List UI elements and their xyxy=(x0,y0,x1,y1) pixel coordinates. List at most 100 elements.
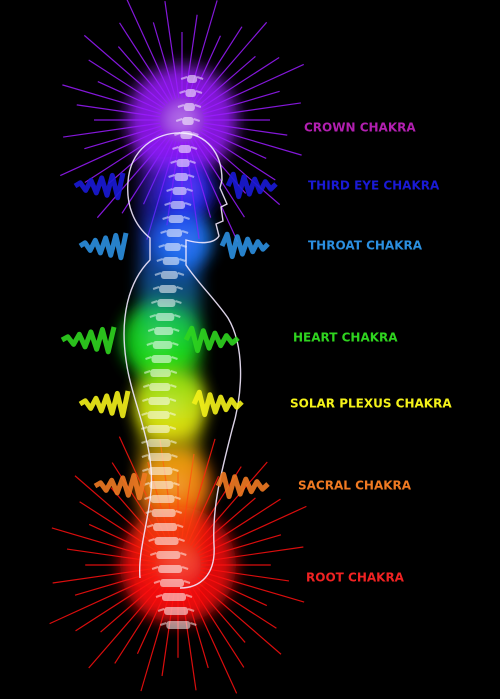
vertebra xyxy=(156,551,181,559)
vertebra-process xyxy=(157,608,165,612)
vertebra-process xyxy=(154,272,162,276)
vertebra-process xyxy=(140,426,148,430)
vertebra-process xyxy=(148,538,155,542)
vertebra-process xyxy=(146,524,154,528)
vertebra-process xyxy=(155,594,163,598)
vertebra-process xyxy=(173,482,180,486)
vertebra xyxy=(147,439,171,447)
root-ray xyxy=(192,461,268,548)
crown-ray xyxy=(195,21,268,104)
vertebra xyxy=(182,117,194,125)
vertebra-process xyxy=(187,174,195,178)
sacral-chakra-label: SACRAL CHAKRA xyxy=(298,479,412,493)
vertebra-process xyxy=(178,258,186,262)
spine xyxy=(140,75,204,629)
sacral-wave-left xyxy=(93,472,148,501)
heart-wave-right xyxy=(183,325,240,354)
crown-ray xyxy=(201,63,304,112)
vertebra-process xyxy=(175,300,182,304)
root-ray xyxy=(49,574,158,625)
crown-chakra-label: CROWN CHAKRA xyxy=(304,121,416,135)
vertebra xyxy=(160,271,178,279)
crown-ray xyxy=(202,125,302,156)
vertebra-process xyxy=(145,510,153,514)
crown-ray xyxy=(88,59,164,109)
crown-ray xyxy=(184,14,198,99)
vertebra-process xyxy=(168,174,175,178)
heart-chakra-label: HEART CHAKRA xyxy=(293,331,398,345)
vertebra xyxy=(148,397,170,405)
root-ray xyxy=(198,574,268,607)
vertebra-process xyxy=(171,342,179,346)
vertebra-process xyxy=(170,370,178,374)
root-ray xyxy=(197,498,281,553)
root-ray xyxy=(52,567,156,584)
vertebra-process xyxy=(169,426,177,430)
vertebra-process xyxy=(178,538,185,542)
vertebra-process xyxy=(147,328,155,332)
vertebra xyxy=(185,89,196,97)
root-ray xyxy=(192,582,246,643)
vertebra-process xyxy=(192,132,199,136)
vertebra-process xyxy=(142,468,149,472)
vertebra xyxy=(147,411,170,419)
crown-ray xyxy=(97,80,163,112)
vertebra-process xyxy=(170,440,177,444)
crown-ray xyxy=(190,35,222,101)
crown-ray xyxy=(62,84,162,115)
vertebra xyxy=(157,299,176,307)
vertebra xyxy=(154,537,179,545)
vertebra-process xyxy=(141,440,148,444)
vertebra-process xyxy=(145,356,152,360)
vertebra-process xyxy=(185,594,193,598)
vertebra xyxy=(151,509,176,517)
vertebra xyxy=(166,621,191,629)
vertebra-process xyxy=(195,90,203,94)
vertebra xyxy=(152,341,173,349)
crown-ray xyxy=(164,1,180,99)
crown-ray xyxy=(193,26,243,102)
vertebra-process xyxy=(189,622,197,626)
vertebra-process xyxy=(143,370,151,374)
vertebra-process xyxy=(142,398,149,402)
crown-ray xyxy=(203,122,288,136)
vertebra-process xyxy=(151,566,159,570)
vertebra-process xyxy=(179,90,186,94)
vertebra-process xyxy=(149,552,157,556)
crown-ray xyxy=(84,125,162,150)
vertebra-process xyxy=(175,118,183,122)
crown-ray xyxy=(202,90,280,115)
vertebra-process xyxy=(177,272,185,276)
vertebra xyxy=(149,481,174,489)
root-ray xyxy=(51,527,156,560)
vertebra-process xyxy=(171,356,178,360)
vertebra xyxy=(180,131,193,139)
vertebra-process xyxy=(172,146,179,150)
vertebra xyxy=(170,201,186,209)
vertebra xyxy=(183,103,195,111)
vertebra xyxy=(166,229,183,237)
throat-chakra-label: THROAT CHAKRA xyxy=(308,239,423,253)
root-ray xyxy=(200,570,305,603)
vertebra xyxy=(160,579,184,587)
throat-wave-left xyxy=(78,232,129,261)
vertebra xyxy=(172,187,187,195)
root-ray xyxy=(198,505,307,556)
vertebra-process xyxy=(177,104,185,108)
vertebra-process xyxy=(141,412,148,416)
solar-wave-left xyxy=(78,390,131,419)
vertebra-process xyxy=(146,342,154,346)
vertebra-process xyxy=(179,552,187,556)
third-eye-wave-right xyxy=(225,171,278,200)
vertebra-process xyxy=(151,300,158,304)
vertebra-process xyxy=(141,454,149,458)
crown-ray xyxy=(126,0,174,101)
throat-wave-right xyxy=(219,231,270,260)
crown-ray xyxy=(198,55,256,107)
vertebra xyxy=(155,313,175,321)
vertebra-process xyxy=(189,160,196,164)
vertebra xyxy=(150,369,171,377)
root-chakra-label: ROOT CHAKRA xyxy=(306,571,405,585)
heart-wave-left xyxy=(60,326,117,355)
